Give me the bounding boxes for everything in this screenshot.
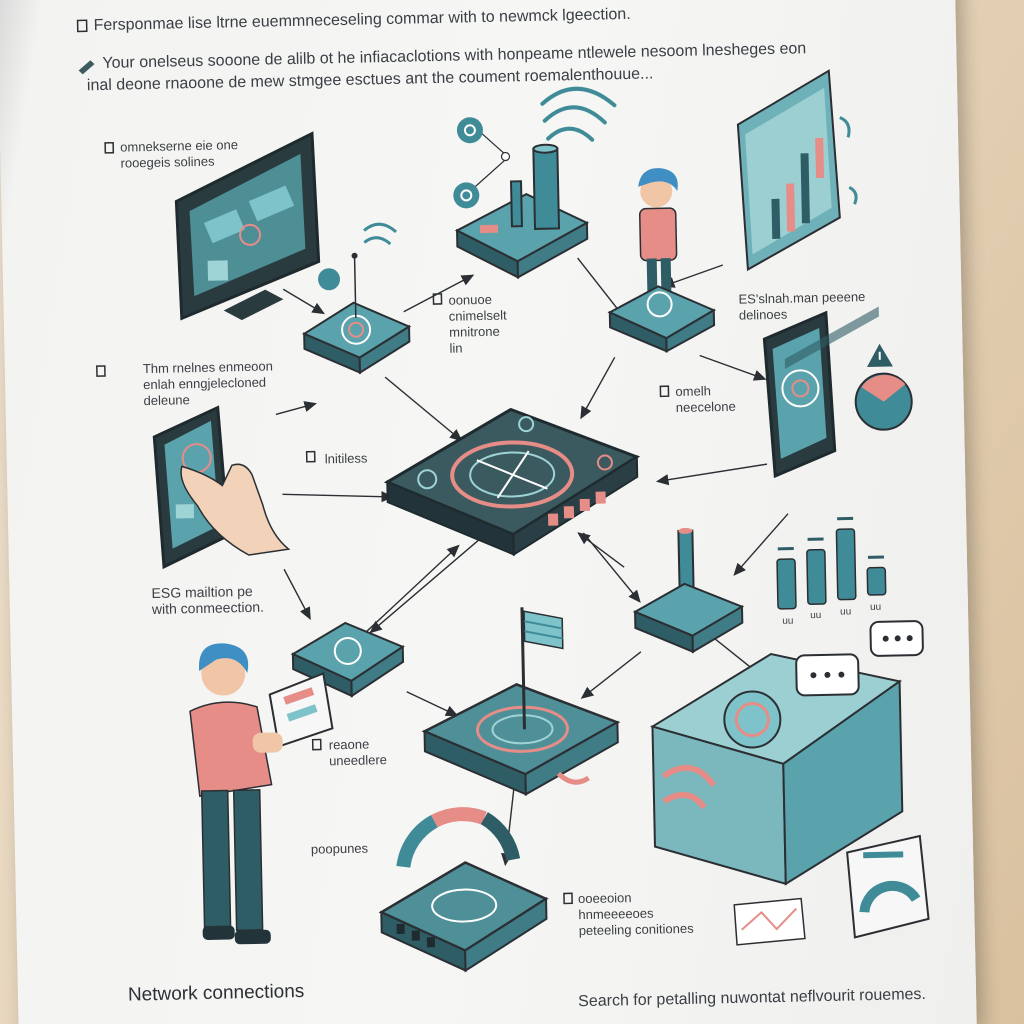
note-bottom: ooeeoion hnmeeeeoes peteeling conitiones [577,890,694,939]
monitor-icon [174,131,321,321]
bar-cap-1 [777,546,794,551]
label-wireless: lnitiless [324,450,368,467]
bar-label-4: uu [869,601,882,613]
warning-icon [866,343,893,368]
footer-title: Network connections [127,980,305,1006]
bar-2 [806,548,827,605]
note-node: oonuoe cnimelselt mnitrone lin [448,291,507,356]
note-lower: reaone uneedlere [328,736,388,769]
line-chart-icon [733,897,806,946]
router-icon [607,285,716,353]
label-gauge: poopunes [310,840,369,857]
bar-label-1: uu [782,615,794,627]
gauge-icon [854,372,913,431]
antenna-icon [632,527,745,654]
gauge-icon [846,834,930,939]
router-icon [302,222,412,375]
hand-icon [180,463,291,556]
bar-cap-3 [837,516,854,521]
router-icon [421,683,621,796]
network-diagram [76,19,930,973]
bar-cap-4 [867,555,884,559]
flag-icon [520,607,564,730]
note-esg: ESG mailtion pe with conmeection. [151,582,265,618]
bar-label-2: uu [810,610,822,622]
link-chain [453,117,511,209]
central-hub [383,407,641,557]
person-icon [189,643,334,945]
note-right-mid: omelh neecelone [675,383,736,416]
note-top-left: omnekserne eie one rooegeis solines [120,137,239,171]
wifi-icon [540,86,617,142]
pencil-icon [78,60,95,75]
note-person-top: ES'slnah.man peeene delinoes [738,289,866,323]
note-left: Thm rnelnes enmeoon enlah enngjelecloned… [142,358,274,409]
bar-label-3: uu [839,606,852,618]
paper-page: Fersponmae lise ltrne euemmneceseling co… [0,0,977,1024]
gauge-icon [396,807,521,868]
note-bullets [76,19,670,905]
router-icon [454,143,590,279]
chat-bubble-icon [795,620,924,697]
bar-chart [776,516,887,610]
router-icon [378,861,549,973]
bar-cap-2 [807,537,824,541]
bar-3 [835,528,857,601]
bar-chart-icon [736,69,858,272]
bar-4 [866,566,887,596]
bar-1 [776,558,797,610]
box-icon [650,306,904,886]
